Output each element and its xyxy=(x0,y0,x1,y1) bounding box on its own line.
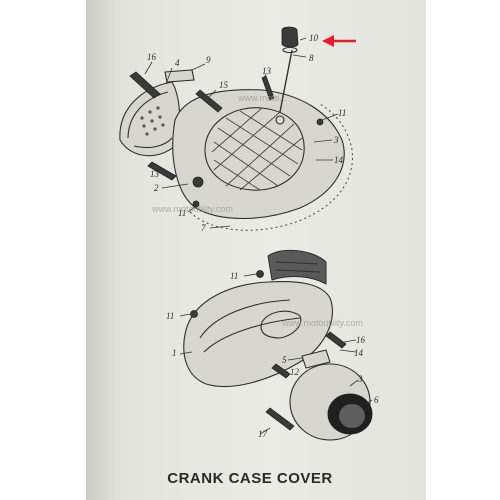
part-1-outer-cover xyxy=(183,281,333,388)
part-11-dowel-left xyxy=(190,310,198,318)
callout-3-upper: 3 xyxy=(333,135,339,145)
part-17-bolt xyxy=(265,407,295,431)
part-15-bolt xyxy=(195,89,223,113)
callout-3-lower: 3 xyxy=(357,374,363,384)
lower-assembly: 11 11 1 5 16 14 12 3 6 17 www.motoutilit… xyxy=(166,249,379,441)
cover-top-hood xyxy=(267,249,327,285)
part-16-bolt xyxy=(129,71,161,99)
callout-15: 15 xyxy=(219,80,229,90)
part-2-main-cover xyxy=(172,89,345,219)
callout-4: 4 xyxy=(175,58,180,68)
callout-16-lower: 16 xyxy=(356,335,366,345)
cover-bolt-boss xyxy=(192,176,204,188)
callout-11-lower: 11 xyxy=(178,208,186,218)
part-4-plate-vents xyxy=(140,106,165,136)
cover-grid-pattern xyxy=(211,107,303,191)
cover-plug-hole xyxy=(275,115,285,125)
part-16-bolt-lower xyxy=(325,331,347,349)
watermark-upper: www.moto... xyxy=(237,93,287,103)
callout-11-top: 11 xyxy=(230,271,238,281)
part-4-plate-rib xyxy=(127,91,173,149)
callout-11-upper: 11 xyxy=(338,108,346,118)
part-6-drum-core xyxy=(339,404,365,428)
part-11-dowel-lower xyxy=(192,200,200,208)
part-5-bracket xyxy=(301,349,331,369)
callout-12: 12 xyxy=(290,367,300,377)
callout-7: 7 xyxy=(201,223,206,233)
watermark-lower: www.motoutility.com xyxy=(281,318,363,328)
callout-13-upper: 13 xyxy=(262,66,272,76)
part-9-label-plate xyxy=(164,69,195,83)
part-10-filler-cap xyxy=(281,26,299,48)
part-8-washer xyxy=(282,46,298,54)
part-11-dowel-upper xyxy=(316,118,324,126)
part-7-gasket xyxy=(189,103,353,231)
callout-2: 2 xyxy=(154,183,159,193)
callout-6: 6 xyxy=(374,395,379,405)
callout-5: 5 xyxy=(282,355,287,365)
lower-leader-lines xyxy=(179,273,373,435)
callout-14-lower: 14 xyxy=(354,348,364,358)
watermark-middle: www.motoutility.com xyxy=(151,204,233,214)
diagram-title: CRANK CASE COVER xyxy=(167,470,333,487)
part-12-bolt xyxy=(271,363,291,379)
callout-10: 10 xyxy=(309,33,319,43)
callout-16: 16 xyxy=(147,52,157,62)
callout-11-left: 11 xyxy=(166,311,174,321)
part-4-side-plate xyxy=(119,81,180,157)
part-11-dowel-top xyxy=(256,270,264,278)
part-8-dipstick-rod xyxy=(279,49,293,113)
red-callout-arrow xyxy=(322,35,356,47)
upper-assembly: 10 8 16 4 9 15 13 11 3 14 13 2 11 7 www.… xyxy=(119,26,356,233)
cover-hood-ribs xyxy=(275,261,321,273)
callout-13-lower: 13 xyxy=(150,169,160,179)
part-13-bolt-lower xyxy=(147,161,177,181)
callout-9: 9 xyxy=(206,55,211,65)
callout-17: 17 xyxy=(258,429,268,439)
callout-1: 1 xyxy=(172,348,177,358)
cover-inner-drum xyxy=(204,107,305,191)
upper-leader-lines xyxy=(144,37,339,229)
callout-8: 8 xyxy=(309,53,314,63)
callout-14-upper: 14 xyxy=(334,155,344,165)
cover-ridge-line xyxy=(199,299,301,353)
paper-shadow xyxy=(86,0,116,500)
cover-center-slot xyxy=(260,310,302,339)
